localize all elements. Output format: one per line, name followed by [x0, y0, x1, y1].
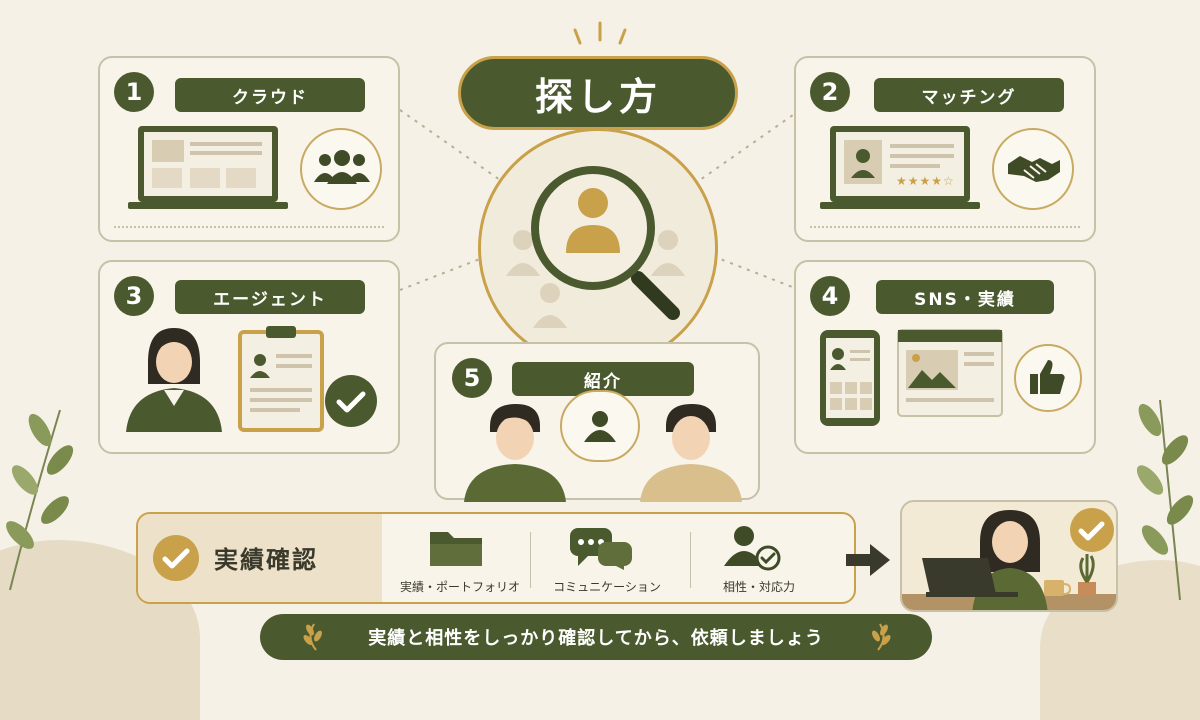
speech-bubble-cloud: [300, 128, 382, 210]
arrow-right-icon: [846, 544, 890, 576]
method-number-1: 1: [114, 72, 154, 112]
method-card-agent: 3 エージェント: [98, 260, 400, 454]
card-divider: [114, 226, 384, 228]
rating-stars: ★★★★☆: [896, 174, 955, 188]
method-number-5: 5: [452, 358, 492, 398]
method-number-4: 4: [810, 276, 850, 316]
check-item-divider: [690, 532, 691, 588]
group-icon: [314, 150, 370, 184]
method-card-matching: 2 マッチング ★★★★☆: [794, 56, 1096, 242]
check-item-label-portfolio: 実績・ポートフォリオ: [400, 580, 521, 594]
method-card-cloud: 1 クラウド: [98, 56, 400, 242]
checkmark-icon: [325, 375, 377, 427]
person-icon: [584, 411, 616, 442]
footer-message: 実績と相性をしっかり確認してから、依頼しましょう: [368, 628, 824, 649]
person-man-left: [464, 404, 566, 502]
person-man-right: [640, 404, 742, 502]
connector-lines: [399, 109, 801, 291]
laurel-right-icon: [872, 623, 891, 651]
laptop-icon: [128, 126, 288, 209]
magnifier-icon: [506, 166, 685, 328]
card-divider: [810, 226, 1080, 228]
thumbs-up-icon: [1030, 360, 1065, 394]
method-label-agent: エージェント: [175, 280, 365, 314]
method-label-cloud: クラウド: [175, 78, 365, 112]
title-rays: [573, 21, 627, 45]
chat-icon: [570, 528, 632, 570]
person-check-icon: [724, 526, 781, 571]
method-label-sns: SNS・実績: [876, 280, 1054, 314]
check-panel-title: 実績確認: [214, 546, 318, 574]
method-card-referral: 5 紹介: [434, 342, 760, 502]
method-number-2: 2: [810, 72, 850, 112]
woman-at-laptop-illustration: [902, 508, 1116, 610]
laurel-left-icon: [303, 623, 322, 651]
agent-woman-avatar: [126, 328, 222, 432]
page-title: 探し方: [458, 56, 738, 130]
method-number-3: 3: [114, 276, 154, 316]
leaf-branch-right: [1136, 399, 1194, 601]
portfolio-window-icon: [897, 329, 1003, 417]
profile-laptop-icon: [820, 126, 980, 209]
gold-check-icon: [153, 535, 199, 581]
check-item-label-communication: コミュニケーション: [553, 580, 661, 594]
folder-icon: [430, 532, 482, 566]
handshake-icon: [1008, 156, 1060, 182]
result-illustration-card: [900, 500, 1118, 612]
check-item-label-compatibility: 相性・対応力: [722, 580, 795, 594]
method-card-sns: 4 SNS・実績: [794, 260, 1096, 454]
smartphone-icon: [820, 330, 880, 426]
method-label-matching: マッチング: [874, 78, 1064, 112]
clipboard-icon: [238, 326, 324, 432]
leaf-branch-left: [6, 409, 74, 591]
check-item-divider: [530, 532, 531, 588]
check-panel: 実績確認 実績・ポートフォリオ コミュニケーション 相性・対応力: [136, 512, 856, 604]
footer-banner: 実績と相性をしっかり確認してから、依頼しましょう: [260, 614, 932, 660]
